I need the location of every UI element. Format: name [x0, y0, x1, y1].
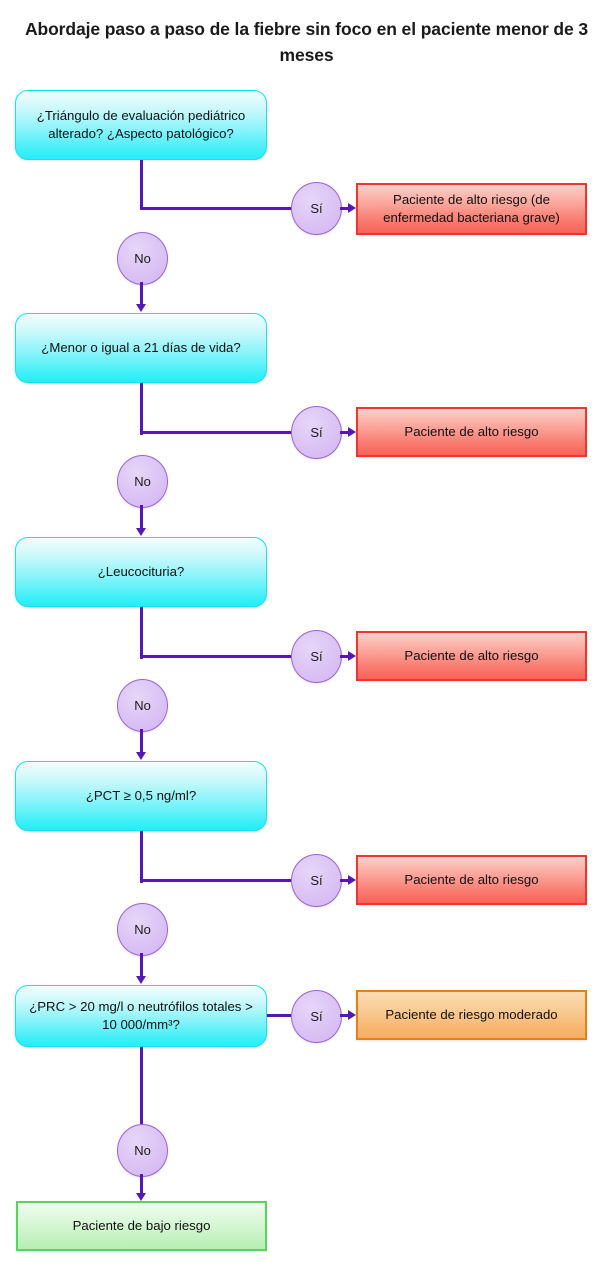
branch-text-yes: Sí: [310, 425, 323, 440]
connector-leuco-stem: [140, 607, 143, 659]
decision-label-prc: ¿PRC > 20 mg/l o neutrófilos totales > 1…: [29, 998, 253, 1033]
branch-label-yes-tep[interactable]: Sí: [291, 182, 342, 235]
connector-tep-yes-tail: [340, 207, 350, 210]
outcome-label-alto-riesgo-ebg: Paciente de alto riesgo (de enfermedad b…: [383, 191, 560, 226]
outcome-box-alto-riesgo-4[interactable]: Paciente de alto riesgo: [356, 855, 587, 905]
connector-tep-yes-line: [140, 207, 291, 210]
connector-edad-no-stem: [140, 505, 143, 531]
branch-label-yes-leucocituria[interactable]: Sí: [291, 630, 342, 683]
branch-label-yes-edad[interactable]: Sí: [291, 406, 342, 459]
connector-edad-yes-tail: [340, 431, 350, 434]
decision-box-tep[interactable]: ¿Triángulo de evaluación pediátrico alte…: [15, 90, 267, 160]
decision-box-prc[interactable]: ¿PRC > 20 mg/l o neutrófilos totales > 1…: [15, 985, 267, 1047]
decision-label-pct: ¿PCT ≥ 0,5 ng/ml?: [85, 787, 197, 803]
branch-text-no: No: [134, 922, 151, 937]
outcome-label-riesgo-moderado: Paciente de riesgo moderado: [385, 1006, 558, 1022]
connector-pct-yes-tail: [340, 879, 350, 882]
arrow-pct-to-prc: [136, 976, 146, 984]
arrow-leuco-to-pct: [136, 752, 146, 760]
branch-label-no-edad[interactable]: No: [117, 455, 168, 508]
connector-prc-yes-tail: [340, 1014, 350, 1017]
branch-text-yes: Sí: [310, 1009, 323, 1024]
outcome-label-alto-riesgo-3: Paciente de alto riesgo: [404, 647, 539, 663]
branch-label-yes-pct[interactable]: Sí: [291, 854, 342, 907]
outcome-box-riesgo-moderado[interactable]: Paciente de riesgo moderado: [356, 990, 587, 1040]
arrow-edad-to-outcome: [348, 427, 356, 437]
decision-label-edad: ¿Menor o igual a 21 días de vida?: [41, 339, 241, 355]
arrow-tep-to-outcome: [348, 203, 356, 213]
connector-prc-no-stem: [140, 1047, 143, 1124]
branch-label-yes-prc[interactable]: Sí: [291, 990, 342, 1043]
arrow-edad-to-leuco: [136, 528, 146, 536]
connector-edad-stem: [140, 383, 143, 435]
decision-box-leucocituria[interactable]: ¿Leucocituria?: [15, 537, 267, 607]
outcome-box-alto-riesgo-3[interactable]: Paciente de alto riesgo: [356, 631, 587, 681]
outcome-label-alto-riesgo-2: Paciente de alto riesgo: [404, 423, 539, 439]
branch-label-no-leucocituria[interactable]: No: [117, 679, 168, 732]
connector-leuco-no-stem: [140, 729, 143, 755]
outcome-box-alto-riesgo-2[interactable]: Paciente de alto riesgo: [356, 407, 587, 457]
branch-label-no-pct[interactable]: No: [117, 903, 168, 956]
branch-text-yes: Sí: [310, 649, 323, 664]
outcome-box-bajo-riesgo[interactable]: Paciente de bajo riesgo: [16, 1201, 267, 1251]
connector-leuco-yes-tail: [340, 655, 350, 658]
decision-label-leucocituria: ¿Leucocituria?: [97, 563, 185, 579]
branch-text-yes: Sí: [310, 201, 323, 216]
branch-text-no: No: [134, 251, 151, 266]
branch-text-no: No: [134, 1143, 151, 1158]
arrow-leuco-to-outcome: [348, 651, 356, 661]
arrow-tep-to-edad: [136, 304, 146, 312]
decision-label-tep: ¿Triángulo de evaluación pediátrico alte…: [36, 107, 246, 142]
connector-tep-stem: [140, 160, 143, 210]
connector-pct-stem: [140, 831, 143, 883]
outcome-label-bajo-riesgo: Paciente de bajo riesgo: [72, 1217, 211, 1233]
outcome-label-alto-riesgo-4: Paciente de alto riesgo: [404, 871, 539, 887]
connector-tep-no-stem: [140, 282, 143, 307]
connector-prc-to-final-stem: [140, 1174, 143, 1196]
page-title: Abordaje paso a paso de la fiebre sin fo…: [24, 19, 589, 65]
branch-label-no-tep[interactable]: No: [117, 232, 168, 285]
arrow-pct-to-outcome: [348, 875, 356, 885]
branch-text-no: No: [134, 698, 151, 713]
arrow-prc-to-outcome: [348, 1010, 356, 1020]
branch-text-yes: Sí: [310, 873, 323, 888]
outcome-box-alto-riesgo-ebg[interactable]: Paciente de alto riesgo (de enfermedad b…: [356, 183, 587, 235]
connector-pct-no-stem: [140, 953, 143, 979]
branch-label-no-prc[interactable]: No: [117, 1124, 168, 1177]
connector-pct-yes-line: [140, 879, 291, 882]
branch-text-no: No: [134, 474, 151, 489]
arrow-prc-to-bajo-riesgo: [136, 1193, 146, 1201]
decision-box-edad[interactable]: ¿Menor o igual a 21 días de vida?: [15, 313, 267, 383]
decision-box-pct[interactable]: ¿PCT ≥ 0,5 ng/ml?: [15, 761, 267, 831]
connector-edad-yes-line: [140, 431, 291, 434]
connector-prc-yes-line: [267, 1014, 291, 1017]
connector-leuco-yes-line: [140, 655, 291, 658]
